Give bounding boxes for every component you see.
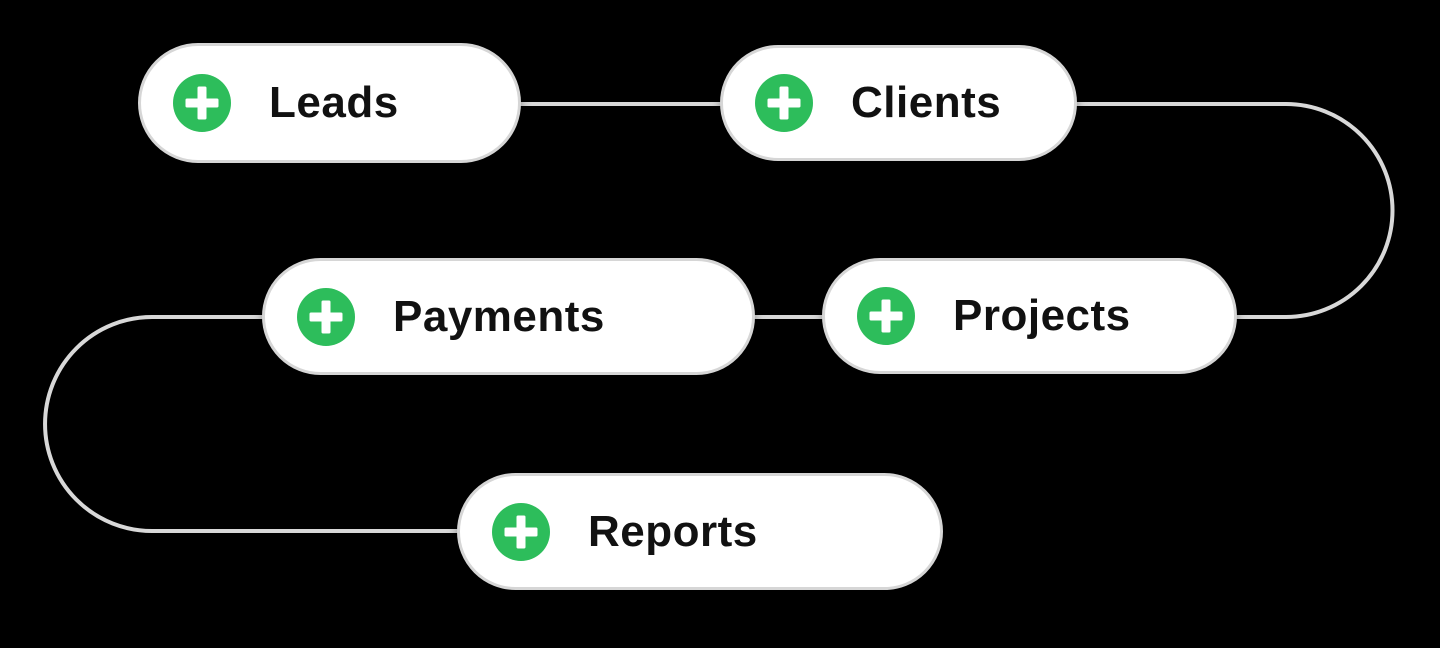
node-label: Payments (393, 291, 605, 341)
node-label: Reports (588, 506, 758, 556)
node-projects[interactable]: Projects (822, 258, 1237, 374)
node-reports[interactable]: Reports (457, 473, 943, 590)
connector-payments-reports (43, 315, 459, 533)
plus-icon[interactable] (755, 74, 813, 132)
node-payments[interactable]: Payments (262, 258, 755, 375)
node-leads[interactable]: Leads (138, 43, 521, 163)
connector-clients-projects (1075, 102, 1395, 319)
node-clients[interactable]: Clients (720, 45, 1077, 161)
node-label: Projects (953, 291, 1131, 340)
plus-icon[interactable] (857, 287, 915, 345)
node-label: Leads (269, 78, 399, 127)
plus-icon[interactable] (492, 502, 550, 561)
plus-icon[interactable] (297, 287, 355, 346)
plus-icon[interactable] (173, 74, 231, 132)
node-label: Clients (851, 78, 1002, 127)
